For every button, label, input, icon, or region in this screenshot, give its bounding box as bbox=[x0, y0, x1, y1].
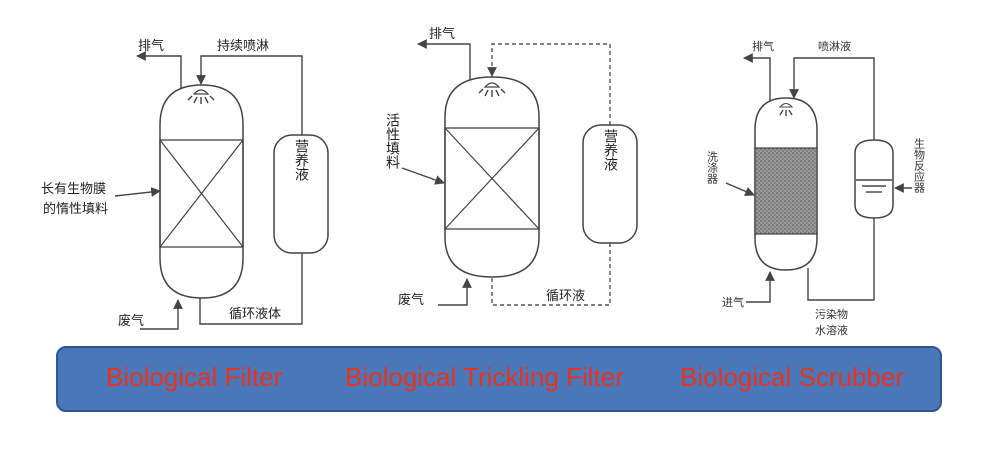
scrubber-spray-label: 喷淋液 bbox=[818, 39, 851, 53]
filter-waste-gas-label: 废气 bbox=[118, 313, 144, 329]
trickling-recycle-pipe-bottom bbox=[491, 243, 611, 306]
trickling-recycle-pipe-top bbox=[487, 43, 611, 125]
filter-waste-gas-pipe bbox=[140, 299, 183, 330]
caption-banner bbox=[56, 346, 942, 412]
scrubber-washer-arrow bbox=[725, 182, 755, 197]
trickling-waste-gas-pipe bbox=[438, 278, 472, 306]
trickling-spray-nozzle-icon bbox=[478, 82, 506, 97]
filter-exhaust-label: 排气 bbox=[138, 38, 164, 54]
trickling-packing-cross-b bbox=[444, 127, 540, 230]
scrubber-spray-nozzle-icon bbox=[778, 102, 794, 116]
trickling-waste-gas-label: 废气 bbox=[398, 292, 424, 308]
trickling-exhaust-pipe bbox=[417, 39, 471, 80]
trickling-packing-label: 活性填料 bbox=[384, 113, 400, 169]
caption-biological-filter: Biological Filter bbox=[106, 362, 283, 392]
filter-circulation-pipe bbox=[199, 253, 303, 325]
biological-scrubber-panel: 排气 喷淋液 生物反应器 污染物 水溶液 进气 洗涤器 bbox=[706, 39, 926, 337]
biological-filter-panel: 排气 持续喷淋 营养液 循环液体 废气 长有生物膜 的惰性填料 bbox=[41, 38, 329, 330]
scrubber-inlet-label: 进气 bbox=[722, 295, 744, 309]
scrubber-exhaust-label: 排气 bbox=[752, 39, 774, 53]
trickling-exhaust-label: 排气 bbox=[429, 26, 455, 42]
filter-circulation-label: 循环液体 bbox=[229, 307, 281, 322]
trickling-packing-bed bbox=[444, 127, 540, 230]
filter-spray-label: 持续喷淋 bbox=[217, 39, 269, 54]
trickling-nutrient-label: 营养液 bbox=[602, 129, 618, 171]
filter-packing-label-1: 长有生物膜 bbox=[41, 182, 106, 197]
filter-exhaust-pipe bbox=[136, 51, 182, 88]
trickling-packing-arrow bbox=[401, 167, 445, 185]
trickling-filter-panel: 排气 营养液 循环液 废气 活性填料 bbox=[384, 26, 638, 308]
filter-vessel bbox=[159, 84, 244, 299]
scrubber-pollutant-label-1: 污染物 bbox=[815, 307, 848, 321]
caption-biological-trickling-filter: Biological Trickling Filter bbox=[345, 362, 624, 392]
trickling-circulation-label: 循环液 bbox=[546, 289, 585, 304]
caption-biological-scrubber: Biological Scrubber bbox=[680, 362, 905, 392]
filter-nutrient-tank bbox=[273, 134, 329, 254]
filter-packing-arrow bbox=[114, 187, 161, 197]
filter-packing-label-2: 的惰性填料 bbox=[43, 201, 108, 217]
scrubber-pollutant-label-2: 水溶液 bbox=[815, 323, 848, 337]
filter-packing-cross-b bbox=[159, 139, 244, 248]
filter-spray-nozzle-icon bbox=[187, 89, 215, 104]
scrubber-reactor-label: 生物反应器 bbox=[913, 137, 926, 194]
scrubber-bioreactor bbox=[854, 139, 894, 219]
scrubber-return-pipe bbox=[807, 218, 875, 301]
filter-nutrient-label: 营养液 bbox=[293, 139, 309, 181]
scrubber-packing-bed bbox=[754, 147, 818, 235]
filter-spray-pipe bbox=[196, 55, 303, 135]
scrubber-washer-label: 洗涤器 bbox=[706, 151, 719, 185]
scrubber-spray-pipe bbox=[789, 57, 875, 140]
trickling-vessel bbox=[444, 76, 540, 278]
scrubber-exhaust-pipe bbox=[743, 53, 771, 101]
scrubber-inlet-pipe bbox=[746, 271, 775, 303]
